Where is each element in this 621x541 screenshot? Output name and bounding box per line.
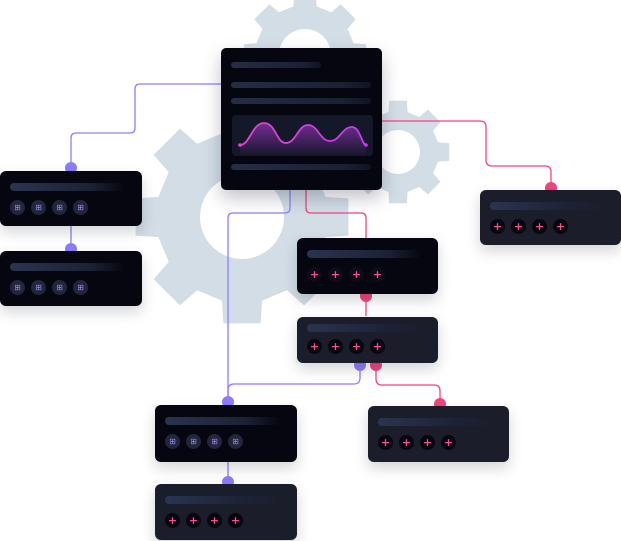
card-title-bar: [490, 202, 605, 210]
grid-icon[interactable]: ⊞: [73, 200, 88, 215]
grid-icon[interactable]: ⊞: [207, 434, 222, 449]
plus-icon[interactable]: +: [307, 339, 322, 354]
link-center2-to-bottom-left: [227, 365, 361, 402]
grid-icon[interactable]: ⊞: [31, 280, 46, 295]
card-bottom-left-1: ⊞ ⊞ ⊞ ⊞: [155, 405, 297, 462]
card-bottom-right: + + + +: [368, 406, 509, 462]
grid-icon[interactable]: ⊞: [10, 200, 25, 215]
card-icon-row: + + + +: [307, 339, 385, 354]
card-icon-row: + + + +: [490, 219, 568, 234]
plus-icon[interactable]: +: [441, 435, 456, 450]
link-main-to-right: [382, 120, 552, 188]
plus-icon[interactable]: +: [378, 435, 393, 450]
wave-chart-icon: [232, 115, 373, 156]
card-center-2: + + + +: [297, 317, 438, 363]
card-title-bar: [10, 183, 125, 191]
grid-icon[interactable]: ⊞: [165, 434, 180, 449]
panel-text-line: [231, 164, 371, 170]
grid-icon[interactable]: ⊞: [31, 200, 46, 215]
plus-icon[interactable]: +: [328, 339, 343, 354]
link-center2-to-bottom-right: [375, 365, 441, 404]
plus-icon[interactable]: +: [349, 267, 364, 282]
plus-icon[interactable]: +: [328, 267, 343, 282]
grid-icon[interactable]: ⊞: [73, 280, 88, 295]
card-title-bar: [307, 324, 422, 332]
card-icon-row: ⊞ ⊞ ⊞ ⊞: [10, 280, 88, 295]
card-left-2: ⊞ ⊞ ⊞ ⊞: [0, 251, 142, 306]
card-title-bar: [378, 418, 493, 426]
card-icon-row: ⊞ ⊞ ⊞ ⊞: [165, 434, 243, 449]
grid-icon[interactable]: ⊞: [52, 280, 67, 295]
plus-icon[interactable]: +: [420, 435, 435, 450]
plus-icon[interactable]: +: [490, 219, 505, 234]
card-center-1: + + + +: [297, 238, 438, 294]
card-bottom-left-2: + + + +: [155, 484, 297, 540]
plus-icon[interactable]: +: [511, 219, 526, 234]
plus-icon[interactable]: +: [307, 267, 322, 282]
link-main-to-center: [305, 190, 367, 238]
panel-text-line: [231, 82, 371, 88]
plus-icon[interactable]: +: [207, 513, 222, 528]
grid-icon[interactable]: ⊞: [228, 434, 243, 449]
card-icon-row: + + + +: [307, 267, 385, 282]
panel-text-line: [231, 98, 371, 104]
plus-icon[interactable]: +: [186, 513, 201, 528]
card-icon-row: + + + +: [165, 513, 243, 528]
plus-icon[interactable]: +: [228, 513, 243, 528]
main-dashboard-panel: [221, 48, 382, 190]
grid-icon[interactable]: ⊞: [52, 200, 67, 215]
plus-icon[interactable]: +: [370, 267, 385, 282]
plus-icon[interactable]: +: [399, 435, 414, 450]
plus-icon[interactable]: +: [532, 219, 547, 234]
plus-icon[interactable]: +: [165, 513, 180, 528]
card-title-bar: [10, 263, 125, 271]
card-title-bar: [307, 250, 422, 258]
grid-icon[interactable]: ⊞: [10, 280, 25, 295]
card-icon-row: + + + +: [378, 435, 456, 450]
card-title-bar: [165, 496, 280, 504]
plus-icon[interactable]: +: [349, 339, 364, 354]
card-right: + + + +: [480, 190, 621, 245]
card-icon-row: ⊞ ⊞ ⊞ ⊞: [10, 200, 88, 215]
card-title-bar: [165, 417, 280, 425]
plus-icon[interactable]: +: [553, 219, 568, 234]
grid-icon[interactable]: ⊞: [186, 434, 201, 449]
plus-icon[interactable]: +: [370, 339, 385, 354]
link-main-to-bottom-left: [227, 190, 291, 402]
link-main-to-left: [70, 83, 221, 168]
panel-text-line: [231, 62, 321, 68]
card-left-1: ⊞ ⊞ ⊞ ⊞: [0, 171, 142, 226]
